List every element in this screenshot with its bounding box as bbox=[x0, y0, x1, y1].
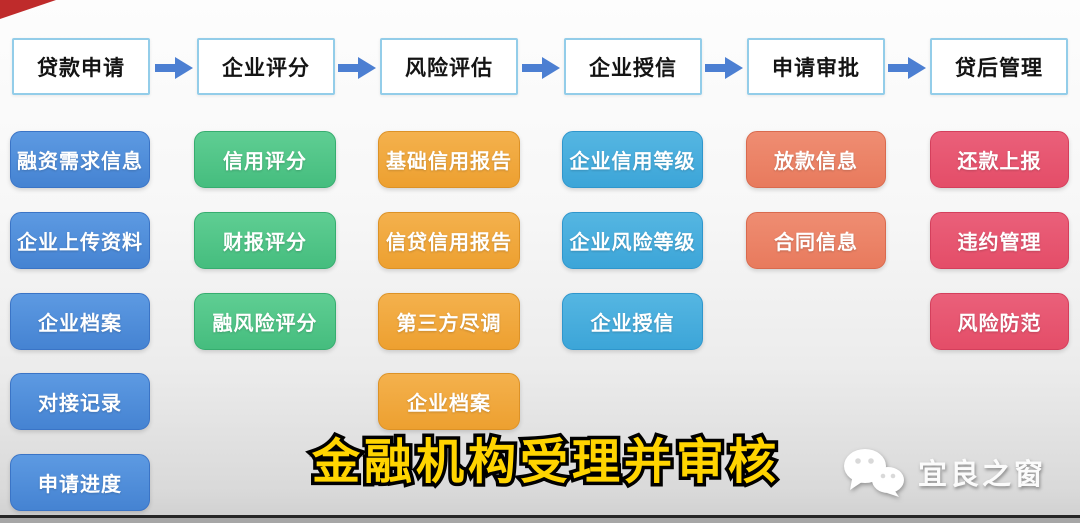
flow-node: 申请进度 bbox=[10, 454, 150, 511]
arrow-right-icon bbox=[705, 57, 743, 79]
step-loan-application: 贷款申请 bbox=[12, 38, 150, 95]
arrow-right-icon bbox=[155, 57, 193, 79]
flow-node: 违约管理 bbox=[930, 212, 1069, 269]
watermark-label: 宜良之窗 bbox=[917, 459, 1046, 491]
arrow-right-icon bbox=[888, 57, 926, 79]
flow-node: 信贷信用报告 bbox=[378, 212, 520, 269]
flow-node: 财报评分 bbox=[194, 212, 336, 269]
flow-node: 还款上报 bbox=[930, 131, 1069, 188]
flow-node: 企业授信 bbox=[562, 293, 703, 350]
flow-node: 融资需求信息 bbox=[10, 131, 150, 188]
wechat-icon bbox=[843, 449, 904, 497]
corner-ribbon bbox=[0, 0, 56, 19]
bottom-divider bbox=[0, 515, 1080, 518]
flow-node: 企业信用等级 bbox=[562, 131, 703, 188]
step-post-loan-management: 贷后管理 bbox=[930, 38, 1068, 95]
flow-node: 合同信息 bbox=[746, 212, 886, 269]
flow-node: 企业风险等级 bbox=[562, 212, 703, 269]
arrow-right-icon bbox=[522, 57, 560, 79]
flow-node: 信用评分 bbox=[194, 131, 336, 188]
step-company-credit: 企业授信 bbox=[564, 38, 702, 95]
flow-node: 企业上传资料 bbox=[10, 212, 150, 269]
step-company-scoring: 企业评分 bbox=[197, 38, 335, 95]
flow-node: 基础信用报告 bbox=[378, 131, 520, 188]
flow-node: 对接记录 bbox=[10, 373, 150, 430]
caption-text: 金融机构受理并审核 bbox=[308, 433, 780, 493]
arrow-right-icon bbox=[338, 57, 376, 79]
flow-node: 企业档案 bbox=[10, 293, 150, 350]
flow-node: 企业档案 bbox=[378, 373, 520, 430]
flow-node: 融风险评分 bbox=[194, 293, 336, 350]
flow-node: 放款信息 bbox=[746, 131, 886, 188]
step-application-review: 申请审批 bbox=[747, 38, 885, 95]
flow-node: 风险防范 bbox=[930, 293, 1069, 350]
watermark: 宜良之窗 bbox=[840, 447, 1046, 497]
step-risk-assessment: 风险评估 bbox=[380, 38, 518, 95]
bottom-bar bbox=[0, 518, 1080, 523]
flow-node: 第三方尽调 bbox=[378, 293, 520, 350]
